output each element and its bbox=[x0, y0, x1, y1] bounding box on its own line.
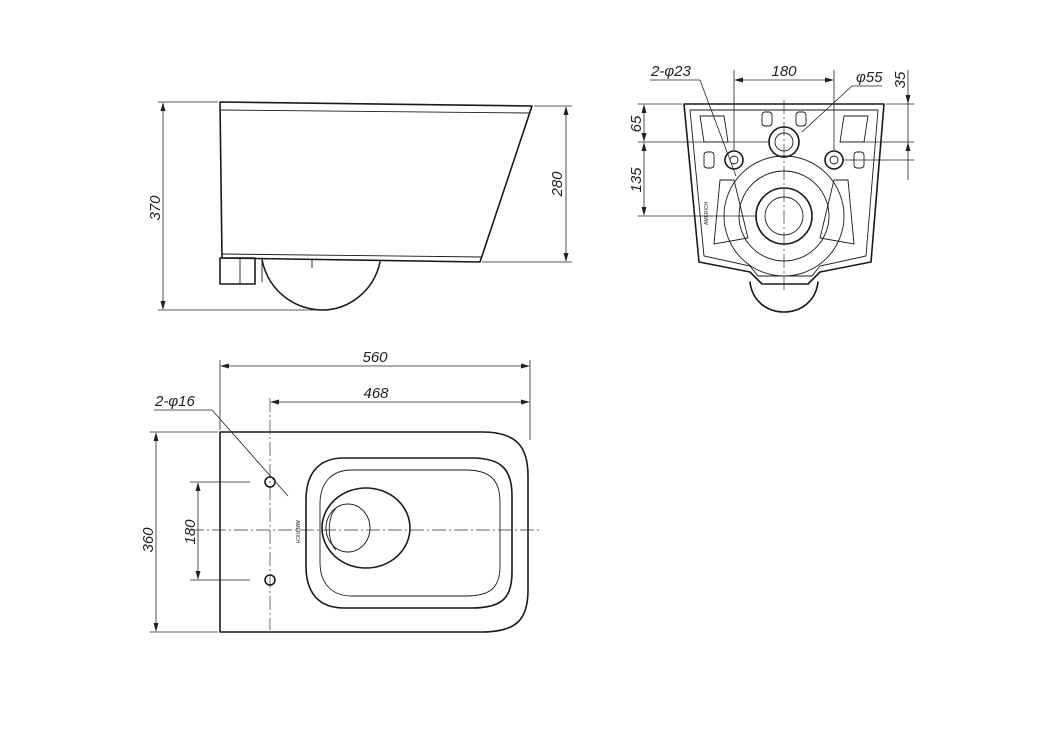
side-view-rear-block bbox=[219, 257, 256, 285]
side-view-body-outline bbox=[219, 101, 533, 263]
back-view-fix-hole-left bbox=[724, 150, 744, 170]
back-view-rib-right bbox=[819, 179, 855, 245]
side-view-top-rim bbox=[219, 109, 530, 114]
back-view-fix-hole-right-inner bbox=[829, 155, 839, 165]
holes-23-leader bbox=[699, 79, 737, 177]
top-view: AMERICH 560 468 2-φ16 360 bbox=[140, 349, 540, 633]
top-view-drain bbox=[325, 503, 371, 553]
back-view-top-right-channel bbox=[839, 115, 869, 143]
dim-180-top-arrow-right bbox=[825, 77, 834, 83]
dim-468-arrow-right bbox=[521, 399, 530, 405]
holes-16-leader bbox=[211, 409, 289, 497]
back-outlet-label: φ55 bbox=[856, 69, 883, 86]
dim-468-arrow-left bbox=[270, 399, 279, 405]
dim-35-arrow-bottom bbox=[905, 142, 911, 151]
back-view-inlet-slot-left bbox=[761, 111, 773, 127]
dim-180-top-arrow-left bbox=[734, 77, 743, 83]
top-view-drain-inner bbox=[328, 507, 337, 551]
back-view: AMERICH 180 2-φ23 φ55 35 65 bbox=[628, 63, 914, 313]
dim-180-side-arrow-top bbox=[195, 482, 201, 491]
dim-65-arrow-top bbox=[641, 104, 647, 113]
side-view-bottom-rim bbox=[221, 253, 483, 258]
top-view-fix-hole-top bbox=[264, 476, 276, 488]
dim-280-arrow-bottom bbox=[563, 253, 569, 262]
side-height-label: 370 bbox=[147, 195, 164, 221]
side-view-trap-bulge bbox=[261, 259, 381, 311]
dim-560-arrow-left bbox=[220, 363, 229, 369]
dim-35-arrow-top bbox=[905, 95, 911, 104]
dim-135-arrow-bottom bbox=[641, 207, 647, 216]
top-view-brand-mark: AMERICH bbox=[294, 520, 300, 543]
dim-135-arrow-top bbox=[641, 142, 647, 151]
back-view-rib-left bbox=[713, 179, 749, 245]
back-holes-label: 2-φ23 bbox=[650, 63, 691, 80]
back-view-outline bbox=[683, 103, 885, 285]
top-hole-spacing-label: 180 bbox=[182, 519, 199, 545]
side-view: 370 280 bbox=[147, 101, 572, 311]
dim-360-arrow-bottom bbox=[153, 623, 159, 632]
top-view-outline bbox=[219, 431, 529, 633]
back-view-slot-left bbox=[703, 151, 715, 169]
back-view-inlet-slot-right bbox=[795, 111, 807, 127]
back-spacing-label: 180 bbox=[771, 63, 797, 80]
back-view-brand-mark: AMERICH bbox=[704, 202, 710, 225]
top-view-inner-rim bbox=[305, 457, 513, 609]
back-view-trap bbox=[749, 281, 819, 313]
dim-65-arrow-bottom bbox=[641, 133, 647, 142]
dim-560-arrow-right bbox=[521, 363, 530, 369]
top-width-label: 360 bbox=[140, 527, 157, 553]
side-front-height-label: 280 bbox=[549, 171, 566, 198]
back-lower-offset-label: 135 bbox=[628, 167, 645, 193]
back-view-fix-hole-right bbox=[824, 150, 844, 170]
dim-180-side-arrow-bottom bbox=[195, 571, 201, 580]
outlet-55-leader bbox=[801, 85, 853, 133]
back-view-inner-outline bbox=[689, 109, 879, 277]
top-view-seat bbox=[319, 469, 501, 597]
top-length-label: 560 bbox=[362, 349, 388, 366]
dim-370-arrow-top bbox=[160, 102, 166, 111]
dim-280-arrow-top bbox=[563, 106, 569, 115]
back-mid-offset-label: 65 bbox=[628, 115, 645, 132]
dim-360-arrow-top bbox=[153, 432, 159, 441]
dim-370-arrow-bottom bbox=[160, 301, 166, 310]
top-view-fix-hole-bottom bbox=[264, 574, 276, 586]
back-view-top-left-channel bbox=[699, 115, 729, 143]
top-view-bowl bbox=[321, 487, 411, 569]
back-top-offset-label: 35 bbox=[892, 71, 909, 88]
top-hole-to-front-label: 468 bbox=[363, 385, 389, 402]
top-holes-label: 2-φ16 bbox=[154, 393, 195, 410]
